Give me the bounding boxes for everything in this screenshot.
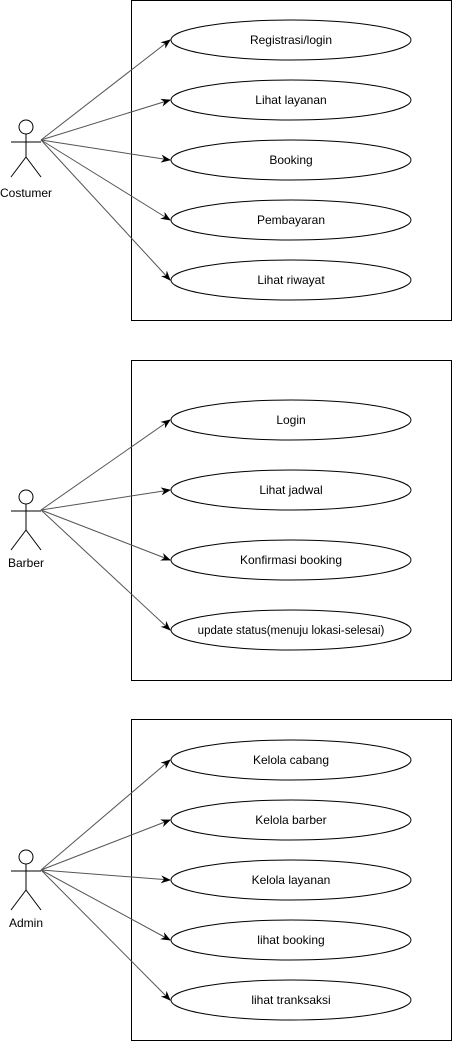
use-case-label: Kelola barber xyxy=(255,813,326,827)
use-case-kelola-cabang[interactable]: Kelola cabang xyxy=(170,739,412,781)
actor-label: Costumer xyxy=(0,186,52,200)
use-case-kelola-layanan[interactable]: Kelola layanan xyxy=(170,859,412,901)
use-case-label: Booking xyxy=(269,153,312,167)
use-case-konfirmasi-booking[interactable]: Konfirmasi booking xyxy=(170,539,412,581)
association-lines xyxy=(40,759,171,1001)
diagram-admin: Admin Kelola cabang Kelola barber Kelola… xyxy=(9,719,452,1041)
use-case-label: Kelola cabang xyxy=(253,753,329,767)
use-case-login[interactable]: Login xyxy=(170,399,412,441)
use-case-update-status[interactable]: update status(menuju lokasi-selesai) xyxy=(170,609,412,651)
actor-label: Barber xyxy=(8,556,44,570)
actor-figure xyxy=(10,119,42,178)
diagram-costumer: Costumer Registrasi/login Lihat layanan … xyxy=(0,0,452,321)
use-case-label: Registrasi/login xyxy=(250,33,332,47)
use-case-label: Konfirmasi booking xyxy=(240,553,342,567)
use-case-label: lihat booking xyxy=(257,933,324,947)
use-case-lihat-layanan[interactable]: Lihat layanan xyxy=(170,79,412,121)
actor-label: Admin xyxy=(9,916,43,930)
use-case-registrasi-login[interactable]: Registrasi/login xyxy=(170,19,412,61)
use-case-label: Lihat jadwal xyxy=(259,483,322,497)
use-case-label: update status(menuju lokasi-selesai) xyxy=(198,625,385,637)
use-case-booking[interactable]: Booking xyxy=(170,139,412,181)
use-case-label: lihat tranksaksi xyxy=(251,993,330,1007)
actor-figure xyxy=(10,489,42,551)
use-case-label: Lihat layanan xyxy=(255,93,326,107)
use-case-lihat-tranksaksi[interactable]: lihat tranksaksi xyxy=(170,979,412,1021)
use-case-label: Pembayaran xyxy=(257,213,325,227)
use-case-pembayaran[interactable]: Pembayaran xyxy=(170,199,412,241)
association-lines xyxy=(40,39,171,281)
use-case-lihat-riwayat[interactable]: Lihat riwayat xyxy=(170,259,412,301)
use-case-lihat-jadwal[interactable]: Lihat jadwal xyxy=(170,469,412,511)
use-case-label: Kelola layanan xyxy=(252,873,331,887)
use-case-label: Lihat riwayat xyxy=(257,273,325,287)
use-case-label: Login xyxy=(276,413,305,427)
actor-figure xyxy=(10,849,42,911)
diagram-barber: Barber Login Lihat jadwal Konfirmasi boo… xyxy=(8,360,452,681)
use-case-kelola-barber[interactable]: Kelola barber xyxy=(170,799,412,841)
use-case-lihat-booking[interactable]: lihat booking xyxy=(170,919,412,961)
association-lines xyxy=(40,419,171,631)
